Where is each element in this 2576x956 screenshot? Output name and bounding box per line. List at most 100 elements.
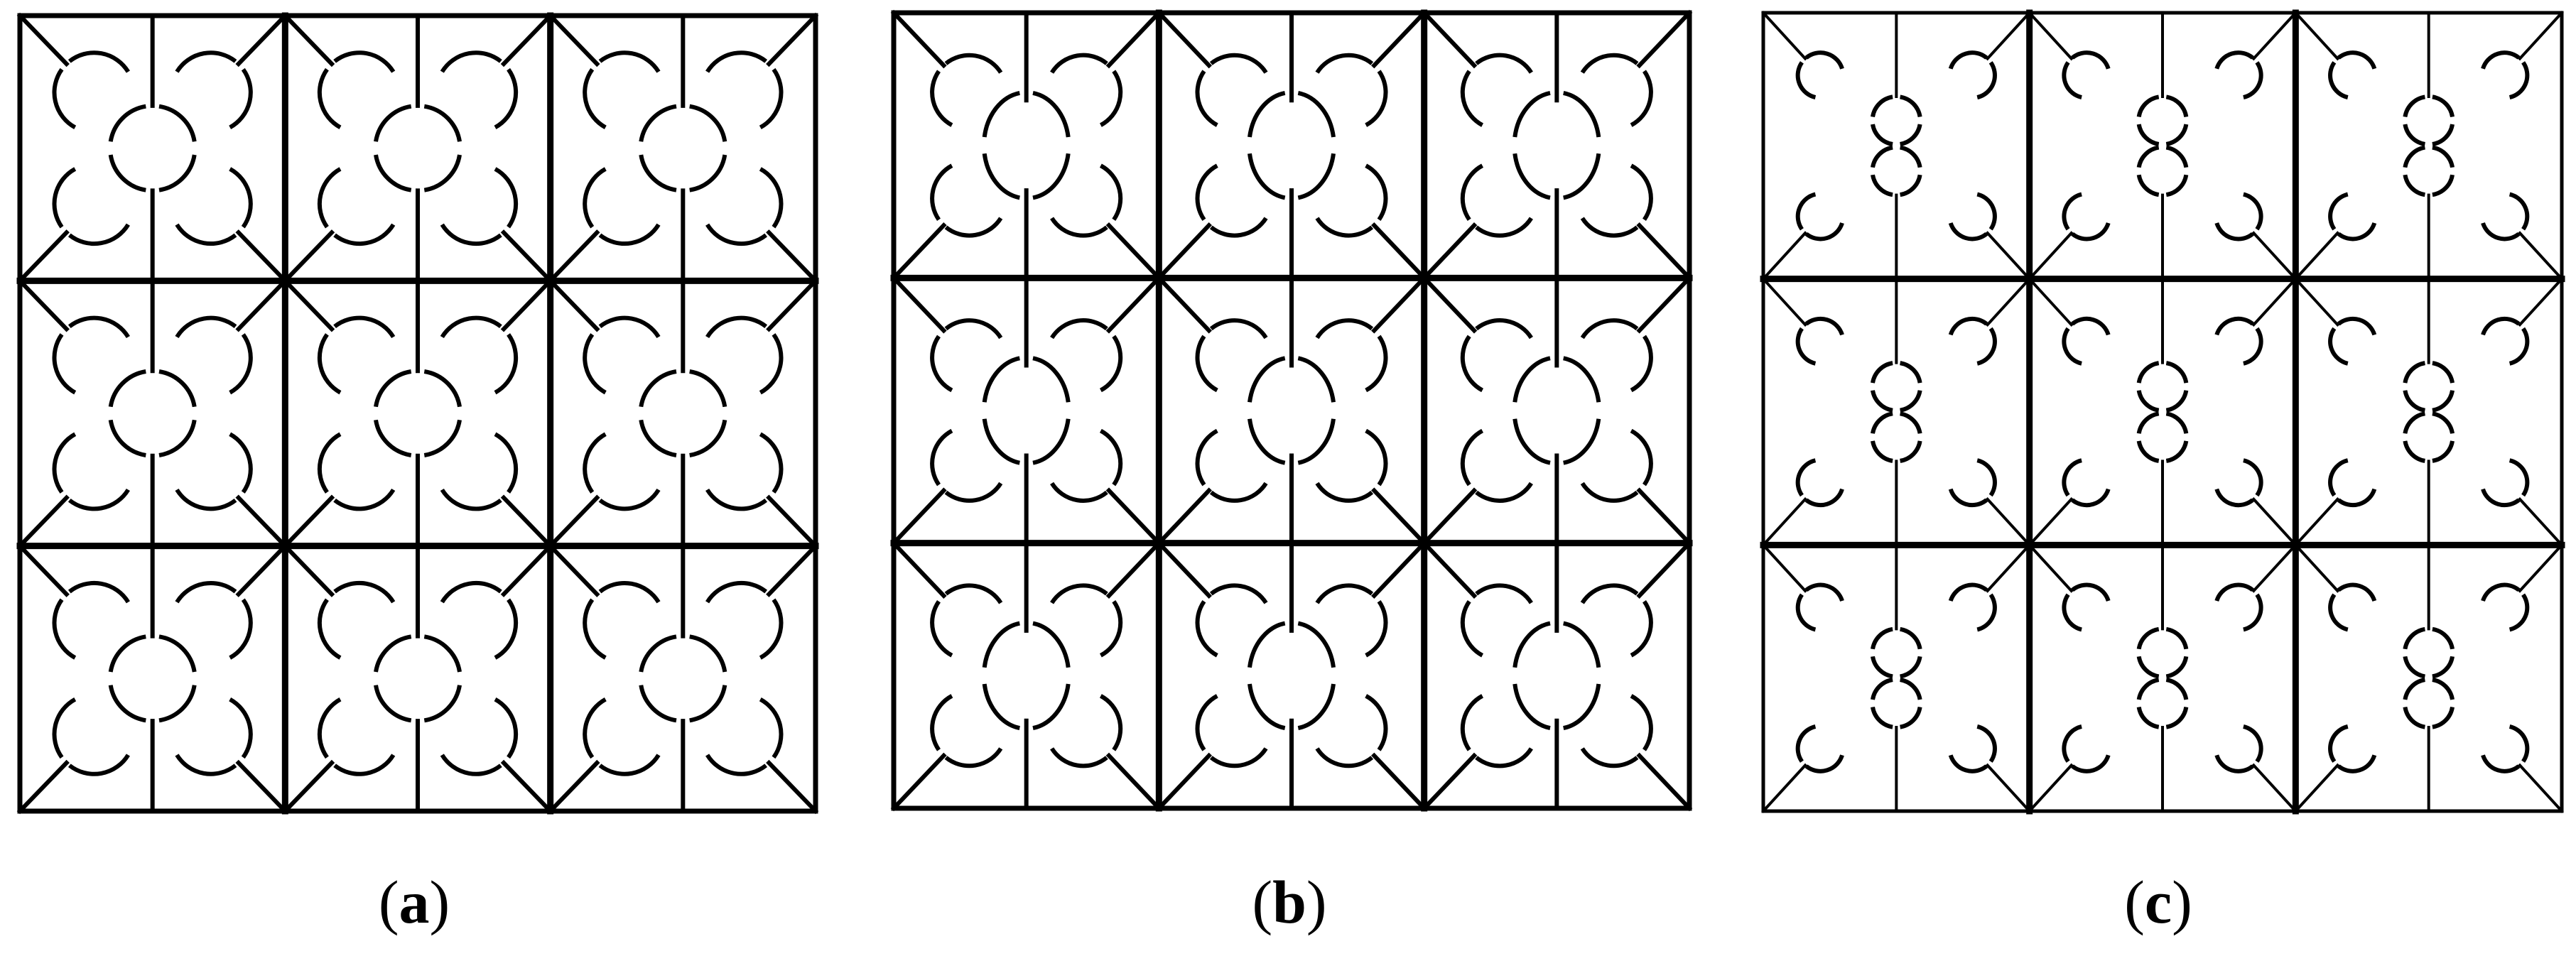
center-ring-segment xyxy=(689,685,727,723)
corner-arc xyxy=(229,333,253,395)
panel-border xyxy=(17,13,818,814)
corner-arc xyxy=(759,697,784,759)
corner-arc xyxy=(1365,70,1388,127)
corner-arc xyxy=(2509,458,2530,497)
corner-arc xyxy=(759,333,784,395)
diagonal-strut xyxy=(2518,543,2564,593)
unit-cell xyxy=(16,543,288,815)
center-ring-segment xyxy=(689,154,727,192)
center-ring-segment xyxy=(1297,90,1336,138)
diagonal-strut xyxy=(2027,496,2074,548)
corner-arc xyxy=(2337,754,2377,773)
center-ring-segment xyxy=(1899,145,1922,168)
diagonal-strut xyxy=(500,494,553,549)
center-ring-segment xyxy=(374,104,412,142)
center-ring-segment xyxy=(1512,90,1551,138)
diagonal-strut xyxy=(282,278,335,332)
corner-arc xyxy=(2328,192,2349,231)
corner-arc xyxy=(1795,192,1817,231)
diagonal-strut xyxy=(890,487,947,546)
center-ring-segment xyxy=(2403,626,2426,650)
center-ring-segment xyxy=(2136,145,2160,168)
corner-arc xyxy=(2509,724,2530,763)
center-ring-segment xyxy=(2136,626,2160,650)
center-ring-segment xyxy=(2403,390,2426,413)
unit-cell xyxy=(1761,543,2032,813)
center-ring-segment xyxy=(1563,153,1601,200)
center-ring-segment xyxy=(1032,90,1071,138)
center-ring-segment xyxy=(2136,390,2160,413)
diagonal-strut xyxy=(2027,543,2074,593)
corner-arc xyxy=(1050,217,1108,238)
unit-cell xyxy=(890,540,1162,812)
corner-arc xyxy=(2243,593,2263,632)
corner-arc xyxy=(2071,488,2111,508)
diagonal-strut xyxy=(2027,11,2074,61)
diagonal-strut xyxy=(2518,276,2564,327)
corner-arc xyxy=(52,432,77,494)
diagonal-strut xyxy=(547,759,600,815)
corner-arc xyxy=(1099,428,1123,487)
center-ring-segment xyxy=(639,369,677,408)
corner-arc xyxy=(2481,222,2521,241)
diagonal-strut xyxy=(2518,763,2564,813)
corner-arc xyxy=(705,315,768,339)
center-ring-segment xyxy=(1248,621,1286,668)
corner-arc xyxy=(2328,458,2349,497)
panel-c-lattice xyxy=(1760,9,2565,815)
diagonal-strut xyxy=(2251,543,2298,593)
corner-arc xyxy=(1195,70,1218,127)
corner-arc xyxy=(1099,694,1123,751)
corner-arc xyxy=(67,488,130,511)
corner-arc xyxy=(2509,192,2530,231)
center-ring-segment xyxy=(1512,418,1551,465)
corner-arc xyxy=(2509,327,2530,366)
corner-arc xyxy=(52,67,77,130)
diagonal-strut xyxy=(500,278,553,332)
center-ring-segment xyxy=(2136,706,2160,729)
diagonal-strut xyxy=(282,543,335,597)
corner-arc xyxy=(494,598,519,660)
center-ring-segment xyxy=(423,369,462,408)
corner-arc xyxy=(2062,192,2082,231)
unit-cell xyxy=(2027,11,2298,281)
corner-arc xyxy=(440,223,502,246)
corner-arc xyxy=(1365,163,1388,222)
caption-c: (c) xyxy=(2124,868,2192,936)
corner-arc xyxy=(440,754,502,776)
diagonal-strut xyxy=(1371,540,1427,599)
center-ring-segment xyxy=(1512,621,1551,668)
unit-cell xyxy=(2027,543,2298,813)
center-ring-segment xyxy=(158,419,197,457)
center-ring-segment xyxy=(1563,90,1601,138)
center-ring-segment xyxy=(2403,656,2426,679)
center-ring-segment xyxy=(2136,656,2160,679)
corner-arc xyxy=(1460,70,1484,127)
diagonal-strut xyxy=(16,759,70,815)
center-ring-segment xyxy=(2136,94,2160,118)
center-ring-segment xyxy=(639,104,677,142)
corner-arc xyxy=(2337,222,2377,241)
center-ring-segment xyxy=(2403,94,2426,118)
center-ring-segment xyxy=(1248,153,1286,200)
corner-arc xyxy=(52,697,77,759)
center-ring-segment xyxy=(1032,356,1071,403)
corner-arc xyxy=(1630,428,1653,487)
corner-arc xyxy=(1209,583,1268,604)
corner-arc xyxy=(1460,163,1484,222)
corner-arc xyxy=(1050,318,1108,340)
center-ring-segment xyxy=(158,154,197,192)
center-ring-segment xyxy=(1871,656,1893,679)
corner-arc xyxy=(944,53,1003,74)
diagonal-strut xyxy=(1636,487,1693,546)
center-ring-segment xyxy=(1899,361,1922,384)
corner-arc xyxy=(1099,599,1123,658)
corner-arc xyxy=(2214,582,2254,602)
center-ring-segment xyxy=(1032,621,1071,668)
center-ring-segment xyxy=(982,621,1020,668)
diagonal-strut xyxy=(2293,276,2340,327)
corner-arc xyxy=(1948,582,1988,602)
corner-arc xyxy=(317,67,342,130)
diagonal-strut xyxy=(2027,276,2074,327)
diagonal-strut xyxy=(235,12,288,67)
